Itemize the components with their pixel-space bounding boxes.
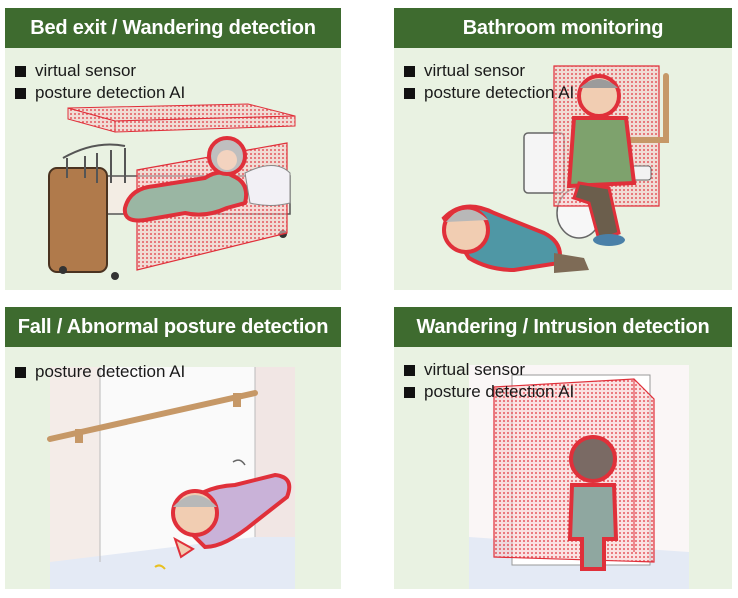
legend: virtual sensor posture detection AI <box>15 60 185 104</box>
square-bullet-icon <box>15 65 26 77</box>
bed-headboard <box>48 167 108 273</box>
fall-illustration <box>47 367 295 589</box>
panel-wandering: Wandering / Intrusion detection virtual … <box>394 307 732 589</box>
panel-title: Fall / Abnormal posture detection <box>5 307 341 347</box>
panel-title: Bed exit / Wandering detection <box>5 8 341 48</box>
person-torso <box>566 116 637 189</box>
person-body <box>567 483 619 571</box>
square-bullet-icon <box>15 366 26 378</box>
bed-exit-illustration <box>48 103 296 280</box>
person-head <box>569 435 617 483</box>
legend-item: virtual sensor <box>15 60 185 82</box>
patient-figure <box>122 170 249 223</box>
legend-item: posture detection AI <box>15 361 185 383</box>
legend: posture detection AI <box>15 361 185 383</box>
panel-title: Bathroom monitoring <box>394 8 732 48</box>
bathroom-illustration <box>441 65 669 273</box>
grab-bar <box>623 73 669 143</box>
square-bullet-icon <box>404 65 415 77</box>
panel-fall: Fall / Abnormal posture detection postur… <box>5 307 341 589</box>
square-bullet-icon <box>15 87 26 99</box>
wandering-illustration <box>469 365 689 589</box>
legend: virtual sensor posture detection AI <box>404 359 574 403</box>
legend-item: posture detection AI <box>15 82 185 104</box>
legend-item: virtual sensor <box>404 60 574 82</box>
room-floor <box>50 537 295 589</box>
legend: virtual sensor posture detection AI <box>404 60 574 104</box>
legend-item: posture detection AI <box>404 381 574 403</box>
panel-bed-exit: Bed exit / Wandering detection virtual s… <box>5 8 341 290</box>
legend-item: posture detection AI <box>404 82 574 104</box>
legend-item: virtual sensor <box>404 359 574 381</box>
square-bullet-icon <box>404 87 415 99</box>
panel-bathroom: Bathroom monitoring virtual sensor postu… <box>394 8 732 290</box>
square-bullet-icon <box>404 386 415 398</box>
square-bullet-icon <box>404 364 415 376</box>
panel-title: Wandering / Intrusion detection <box>394 307 732 347</box>
